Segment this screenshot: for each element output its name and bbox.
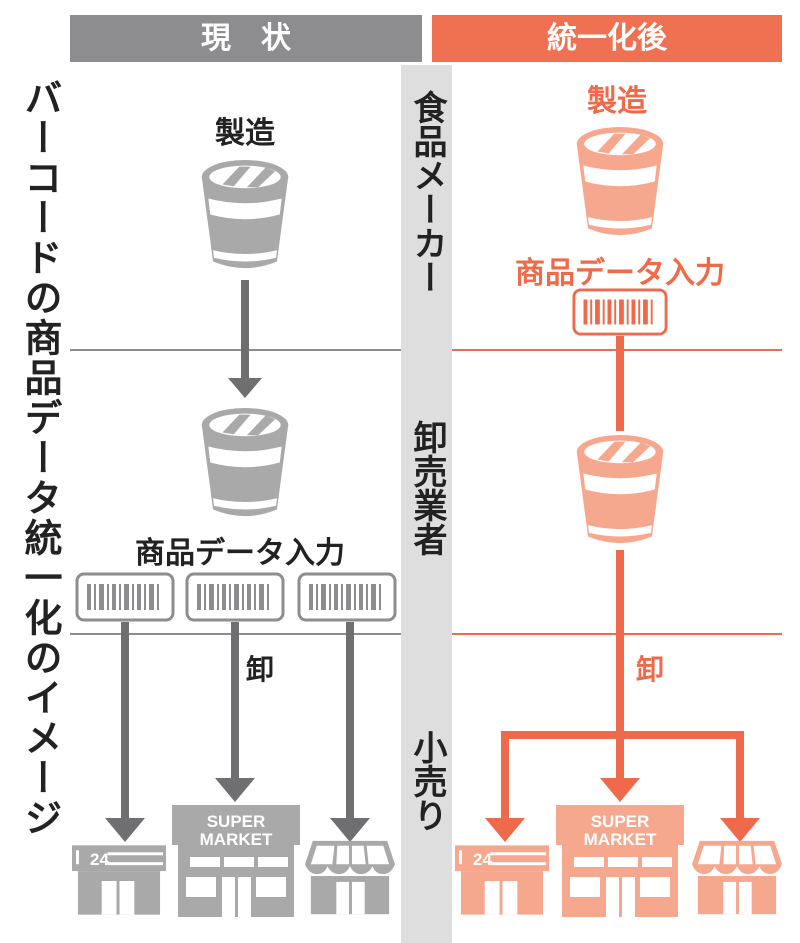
diagram-title: バーコードの商品データ統一化のイメージ: [18, 78, 62, 838]
current-data-entry-label: 商品データ入力: [135, 536, 345, 571]
cup-product-icon: [201, 160, 289, 269]
current-header-bar: [70, 15, 422, 62]
unified-header-bar: [432, 15, 782, 62]
stage-column: [401, 65, 452, 943]
arrowhead: [228, 378, 262, 398]
super-label: SUPER: [591, 812, 650, 831]
cup-product-icon: [201, 408, 289, 517]
cup-product-icon: [576, 435, 664, 544]
unified-header: 統一化後: [547, 21, 667, 56]
arrows-to-retail-unified: [485, 550, 760, 842]
unified-wholesale-label: 卸: [635, 653, 664, 686]
shop-icon: [305, 840, 395, 915]
stage-label-wholesaler: 卸売業者: [407, 420, 447, 556]
cup-product-icon: [576, 127, 664, 236]
market-label: MARKET: [584, 830, 657, 849]
current-wholesale-label: 卸: [245, 653, 274, 686]
barcode-icon: [75, 572, 175, 622]
barcode-icon: [572, 288, 668, 336]
unified-data-entry-label: 商品データ入力: [515, 256, 725, 291]
line-maker-to-wholesaler: [616, 336, 624, 431]
store-24-label: 24: [90, 850, 109, 869]
unified-manufacture-label: 製造: [587, 84, 647, 119]
market-label: MARKET: [200, 830, 273, 849]
shop-icon: [692, 840, 782, 915]
current-header: 現 状: [201, 21, 291, 56]
arrows-to-retail: [105, 622, 370, 842]
current-manufacture-label: 製造: [215, 116, 275, 151]
barcode-icon: [297, 572, 397, 622]
stage-label-retail: 小売り: [407, 730, 447, 832]
convenience-store-icon: [455, 845, 549, 915]
barcode-icon: [185, 572, 285, 622]
store-24-label: 24: [473, 850, 492, 869]
convenience-store-icon: [72, 845, 166, 915]
stage-label-maker: 食品メーカー: [407, 90, 447, 294]
super-label: SUPER: [207, 812, 266, 831]
